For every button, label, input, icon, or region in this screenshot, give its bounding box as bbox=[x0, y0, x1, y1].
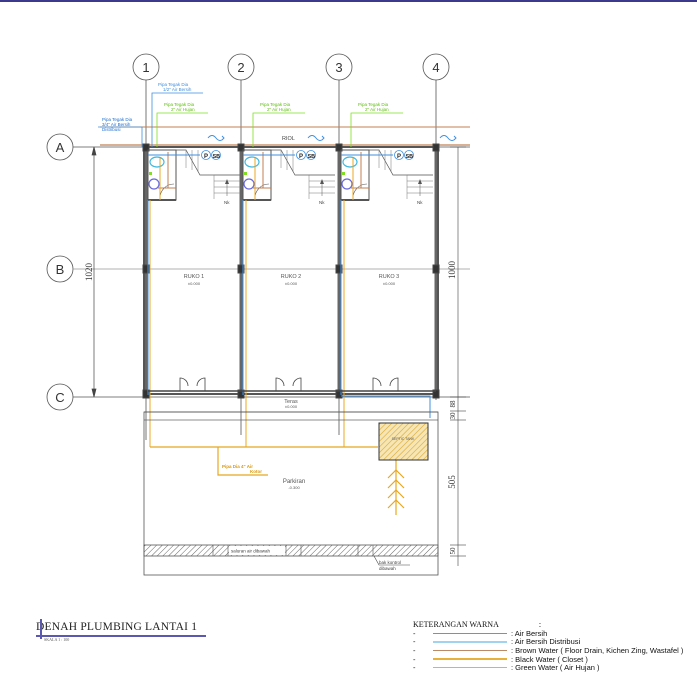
legend-label: : Air Bersih Distribusi bbox=[511, 637, 581, 647]
drawing-scale: SKALA 1 : 100 bbox=[44, 637, 70, 642]
stair-label-3: Nk bbox=[417, 200, 423, 205]
room-level-ruko-1: ±0.000 bbox=[188, 281, 201, 286]
grid-label-4: 4 bbox=[432, 60, 439, 75]
legend-item-green-water: - : Green Water ( Air Hujan ) bbox=[413, 663, 683, 672]
parking-area bbox=[143, 411, 439, 576]
legend-dash: - bbox=[413, 663, 416, 673]
grid-label-b: B bbox=[56, 262, 65, 277]
terrace-level: ±0.000 bbox=[285, 404, 298, 409]
legend-label: : Green Water ( Air Hujan ) bbox=[511, 663, 600, 673]
legend-title-colon: : bbox=[538, 620, 542, 629]
legend-dash: - bbox=[413, 637, 416, 647]
building-walls bbox=[142, 143, 440, 399]
unit-3-core bbox=[340, 149, 433, 201]
drawing-title-block: DENAH PLUMBING LANTAI 1 SKALA 1 : 100 bbox=[36, 619, 206, 642]
annotation-rain-pipe-1-line1: Pipa Tegak Dia bbox=[164, 102, 195, 107]
legend-item-brown-water: - : Brown Water ( Floor Drain, Kichen Zi… bbox=[413, 646, 683, 655]
right-dimensions bbox=[450, 146, 466, 566]
septic-tank bbox=[378, 422, 429, 461]
legend-title-text: KETERANGAN WARNA bbox=[413, 620, 499, 629]
dimension-right-505: 505 bbox=[447, 475, 457, 489]
legend-label: : Brown Water ( Floor Drain, Kichen Zing… bbox=[511, 645, 684, 655]
top-border bbox=[0, 0, 697, 2]
fixture-sb-2: SB bbox=[308, 154, 316, 160]
left-dimension bbox=[91, 146, 97, 398]
room-level-ruko-2: ±0.000 bbox=[285, 281, 298, 286]
drain-channel bbox=[143, 544, 439, 557]
dimension-right-30: 30 bbox=[449, 412, 457, 420]
room-name-ruko-3: RUKO 3 bbox=[379, 274, 399, 280]
grid-label-3: 3 bbox=[335, 60, 342, 75]
annotation-rain-pipe-1-line2: 2" Air Hujan bbox=[171, 107, 195, 112]
title-tick-mark bbox=[40, 619, 42, 639]
drain-channel-label: saluran air dibawah bbox=[231, 549, 271, 554]
annotation-dirty-pipe-line2: Kotor bbox=[250, 469, 262, 474]
legend-swatch-clean-water bbox=[433, 632, 507, 635]
legend-item-black-water: - : Black Water ( Closet ) bbox=[413, 655, 683, 664]
front-doors bbox=[148, 377, 436, 392]
riol-channel bbox=[100, 126, 470, 146]
fixture-p-3: P bbox=[397, 154, 401, 160]
control-box-label-line1: bak kontrol bbox=[379, 560, 401, 565]
annotation-distribution-line2: 3/4" Air Bersih bbox=[102, 122, 131, 127]
grid-rows bbox=[46, 133, 470, 411]
drawing-title: DENAH PLUMBING LANTAI 1 bbox=[36, 621, 198, 633]
grid-label-2: 2 bbox=[237, 60, 244, 75]
vertical-pipes bbox=[147, 200, 345, 447]
stair-label-2: Nk bbox=[319, 200, 325, 205]
annotation-clean-pipe-line2: 1/2" Air Bersih bbox=[163, 87, 192, 92]
legend-label: : Air Bersih bbox=[511, 628, 548, 638]
riser-leaders bbox=[98, 92, 403, 147]
legend-dash: - bbox=[413, 645, 416, 655]
grid-columns bbox=[132, 53, 450, 440]
flow-direction-icons bbox=[207, 135, 457, 141]
unit-2-core bbox=[242, 149, 335, 201]
room-name-ruko-2: RUKO 2 bbox=[281, 274, 301, 280]
legend-swatch-distribution-water bbox=[433, 641, 507, 643]
title-underline bbox=[36, 635, 206, 637]
annotation-rain-pipe-2-line1: Pipa Tegak Dia bbox=[260, 102, 291, 107]
legend-swatch-green-water bbox=[433, 666, 507, 669]
legend-title: KETERANGAN WARNA: bbox=[413, 620, 683, 629]
fixture-sb-1: SB bbox=[213, 154, 221, 160]
dimension-right-main: 1000 bbox=[447, 261, 457, 280]
septic-tank-label: SEPTIC TANK bbox=[392, 437, 415, 441]
annotation-dirty-pipe-line1: Pipa Dia 4" Air bbox=[222, 464, 253, 469]
control-box-label-line2: dibawah bbox=[379, 566, 396, 571]
riol-label: RIOL bbox=[282, 136, 295, 142]
legend-dash: - bbox=[413, 628, 416, 638]
room-name-ruko-1: RUKO 1 bbox=[184, 274, 204, 280]
grid-label-c: C bbox=[55, 390, 64, 405]
legend-item-distribution-water: - : Air Bersih Distribusi bbox=[413, 637, 683, 647]
fixture-sb-3: SB bbox=[406, 154, 414, 160]
dimension-right-88: 88 bbox=[449, 400, 457, 408]
annotation-rain-pipe-3-line1: Pipa Tegak Dia bbox=[358, 102, 389, 107]
dimension-left-total: 1020 bbox=[84, 263, 94, 282]
black-water-main bbox=[150, 446, 405, 515]
fixture-p-2: P bbox=[299, 154, 303, 160]
legend-item-clean-water: - : Air Bersih bbox=[413, 629, 683, 638]
color-legend: KETERANGAN WARNA: - : Air Bersih - : Air… bbox=[413, 620, 683, 672]
legend-swatch-brown-water bbox=[433, 649, 507, 652]
annotation-rain-pipe-3-line2: 2" Air Hujan bbox=[365, 107, 389, 112]
grid-row-c bbox=[46, 383, 470, 411]
grid-label-a: A bbox=[56, 140, 65, 155]
legend-label: : Black Water ( Closet ) bbox=[511, 654, 588, 664]
room-level-ruko-3: ±0.000 bbox=[383, 281, 396, 286]
parking-name: Parkiran bbox=[283, 479, 305, 485]
grid-row-b bbox=[46, 255, 470, 283]
fixture-p-1: P bbox=[204, 154, 208, 160]
parking-level: -0.300 bbox=[288, 485, 300, 490]
annotation-rain-pipe-2-line2: 2" Air Hujan bbox=[267, 107, 291, 112]
legend-dash: - bbox=[413, 654, 416, 664]
grid-label-1: 1 bbox=[142, 60, 149, 75]
stair-label-1: Nk bbox=[224, 200, 230, 205]
unit-1-core bbox=[147, 149, 240, 201]
terrace-name: Teras bbox=[284, 399, 298, 405]
annotation-distribution-line1: Pipa Tegak Dia bbox=[102, 117, 133, 122]
legend-swatch-black-water bbox=[433, 658, 507, 660]
annotation-distribution-line3: Distribusi bbox=[102, 127, 121, 132]
dimension-right-50: 50 bbox=[449, 547, 457, 555]
annotation-clean-pipe-line1: Pipa Tegak Dia bbox=[158, 82, 189, 87]
